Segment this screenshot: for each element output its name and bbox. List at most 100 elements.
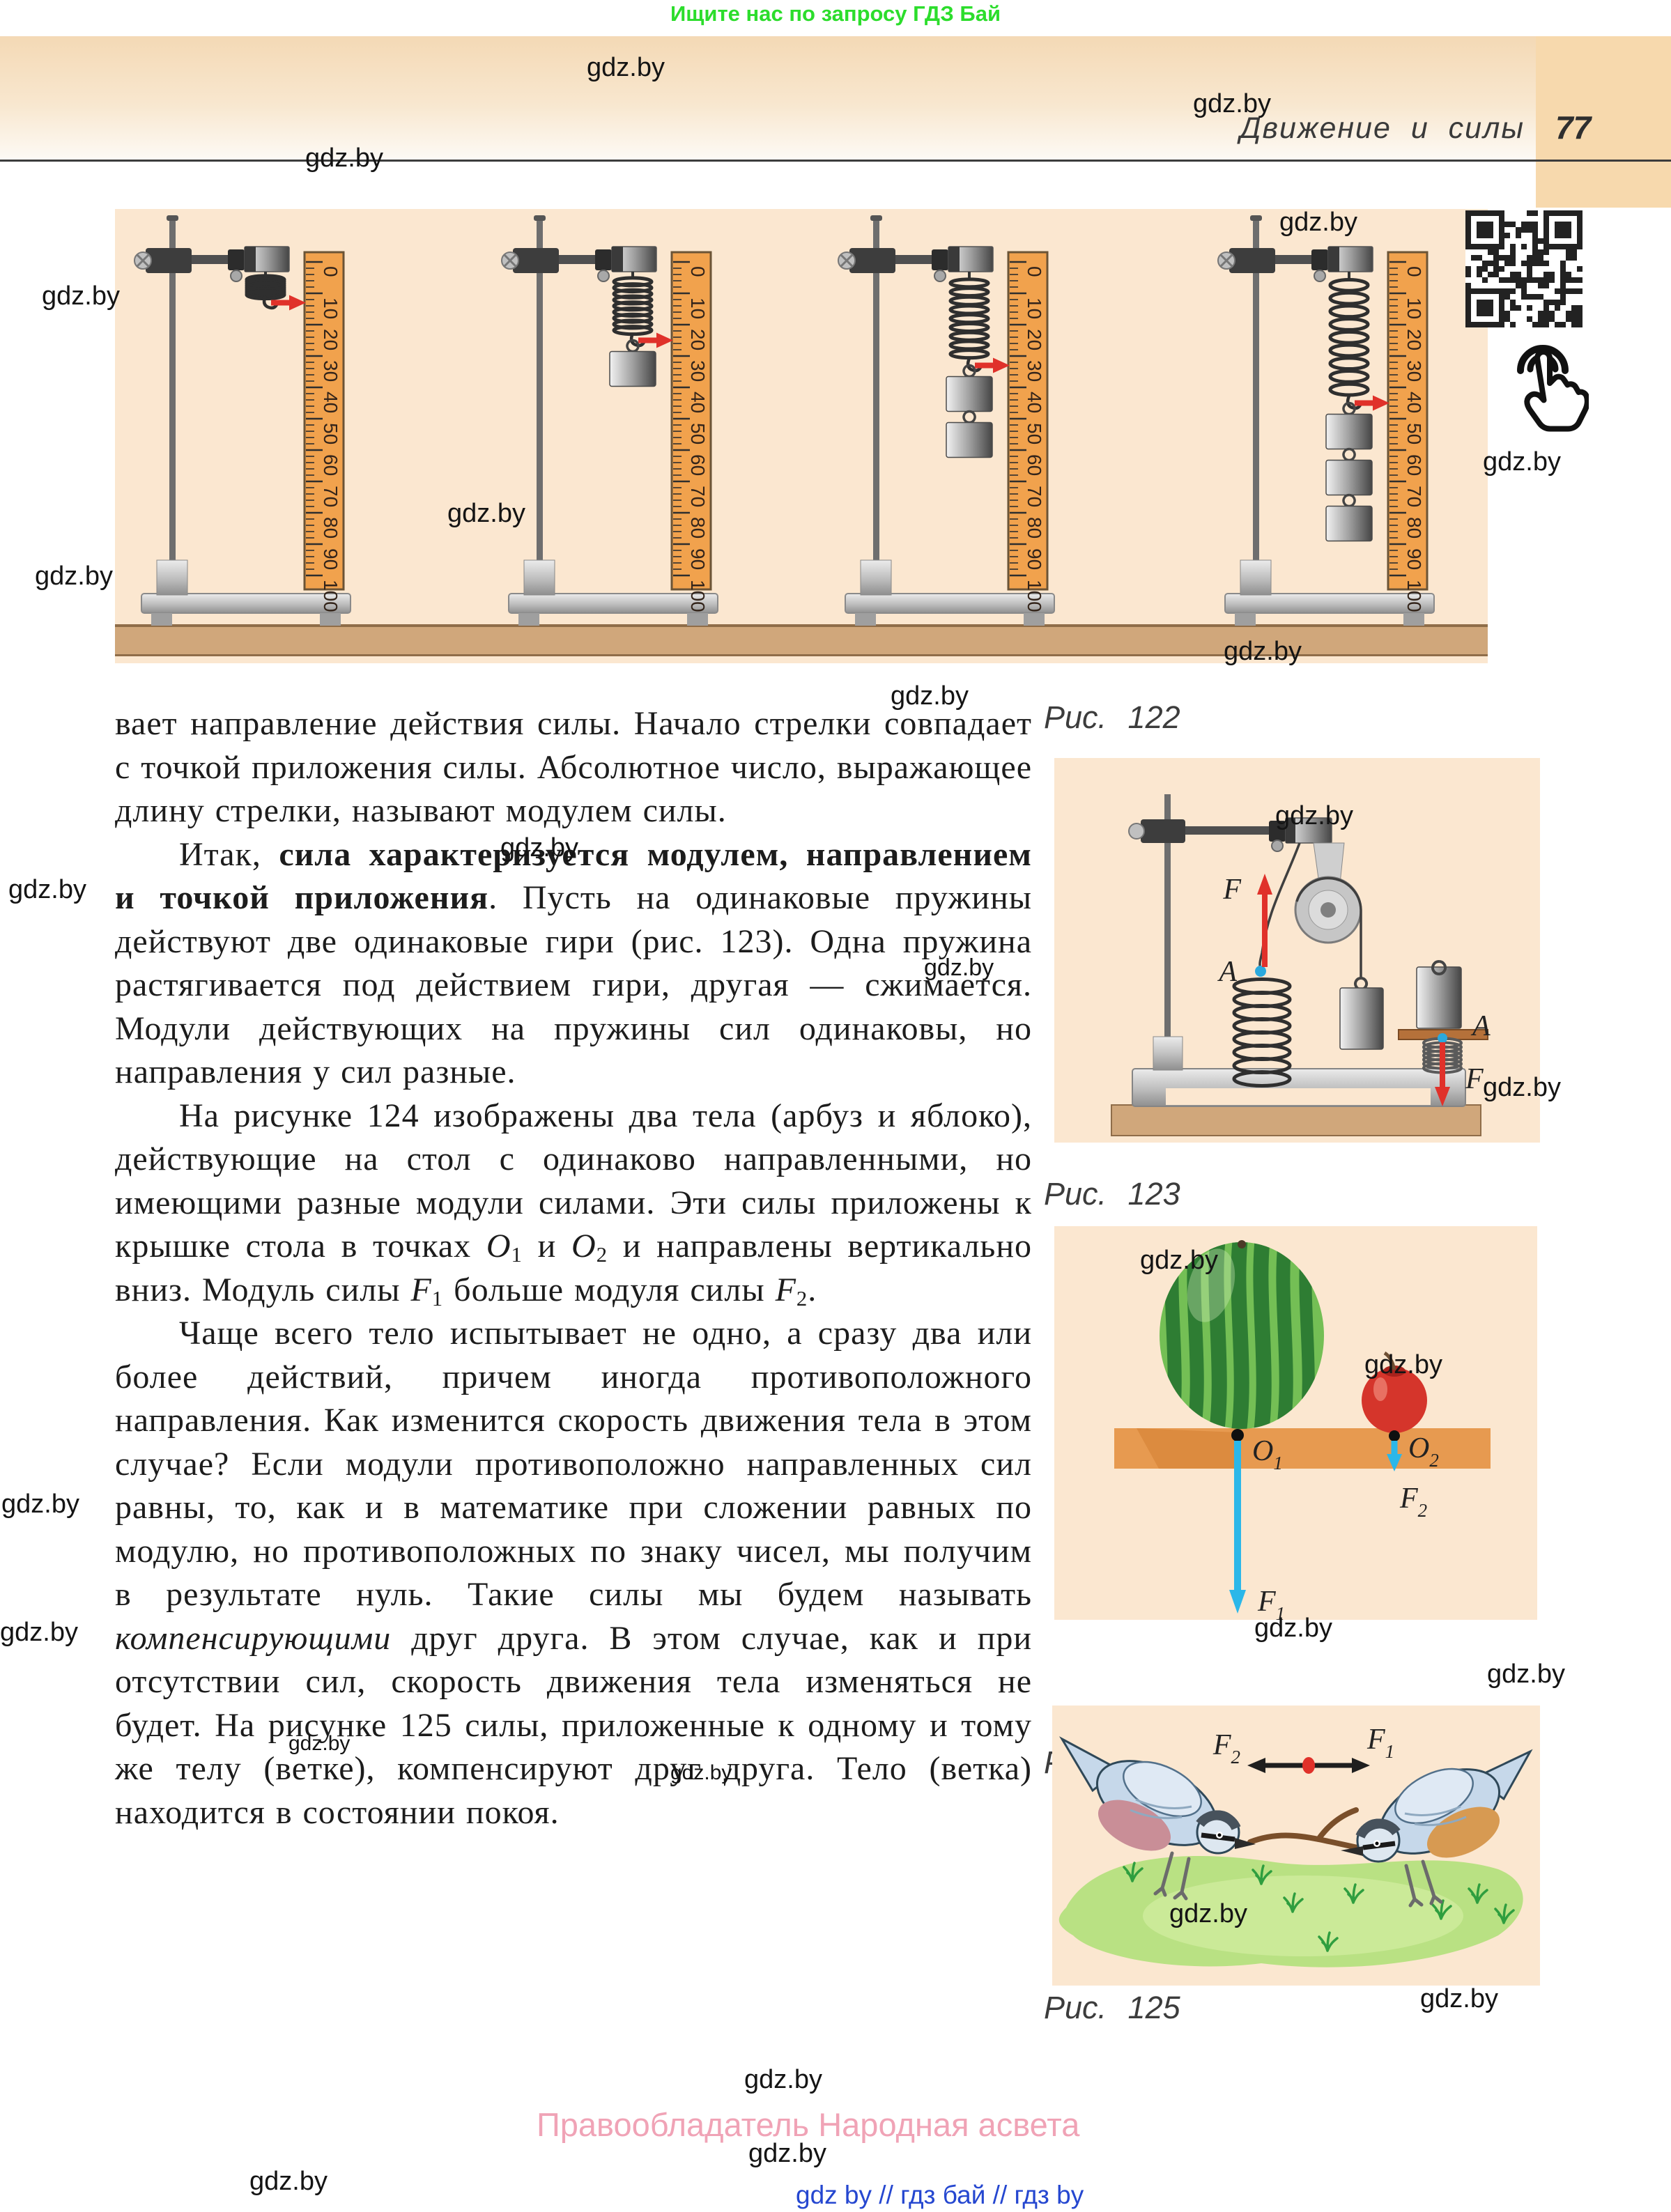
watermark: gdz.by — [891, 681, 969, 711]
header-band-right-column — [1536, 36, 1671, 208]
watermark: gdz.by — [249, 2167, 328, 2196]
spring-coil — [1328, 291, 1370, 306]
spring-hook — [1346, 395, 1362, 410]
paragraph: вает направление действия силы. Начало с… — [115, 702, 1032, 833]
stand-rod — [169, 219, 176, 595]
watermark: gdz.by — [1364, 1350, 1442, 1379]
watermark: gdz.by — [0, 1618, 78, 1647]
point-o2-dot — [1389, 1430, 1400, 1441]
watermelon-highlight — [1187, 1248, 1235, 1322]
mini-clamp — [1311, 249, 1328, 270]
ruler-number: 30 — [687, 360, 709, 382]
ruler-number: 100 — [687, 580, 709, 612]
ruler — [303, 251, 345, 591]
spring-coil — [1328, 277, 1370, 293]
paragraph: Итак, сила характеризуется модулем, напр… — [115, 833, 1032, 1095]
watermark: gdz.by — [447, 499, 525, 528]
text-run: компенсирующими — [115, 1619, 392, 1657]
lab-stands-group: 0102030405060708090100010203040506070809… — [134, 215, 1435, 626]
force-arrow-down-head — [1435, 1087, 1450, 1106]
cord-over-pulley — [1295, 876, 1362, 911]
text-run: вает направление действия силы. Начало с… — [115, 705, 1032, 829]
grass-highlight — [1143, 1875, 1463, 1956]
ruler-number: 50 — [1024, 423, 1045, 444]
spring-coil — [1328, 369, 1370, 384]
ruler-number: 50 — [1403, 423, 1425, 444]
ruler — [670, 251, 712, 591]
watermark: gdz.by — [587, 53, 665, 82]
right-bird-feathers — [1404, 1805, 1467, 1827]
text-run: больше модуля силы — [443, 1271, 776, 1308]
force-f1-head — [1352, 1758, 1370, 1773]
clamp-arm — [559, 255, 598, 264]
ruler-number: 20 — [320, 329, 341, 350]
clamp — [849, 248, 895, 273]
spring-hook — [629, 332, 645, 348]
clamp — [146, 248, 192, 273]
text-run: Чаще всего тело испытывает не одно, а ср… — [115, 1315, 1032, 1613]
ruler-number: 80 — [1024, 517, 1045, 539]
mini-clamp — [228, 249, 245, 270]
left-bird-beak — [1235, 1838, 1256, 1849]
force-arrow-up-head — [1257, 874, 1272, 895]
figure-125-birds-twig: F2 F1 — [1052, 1706, 1540, 1986]
header-band — [0, 36, 1671, 160]
body-text-column: вает направление действия силы. Начало с… — [115, 702, 1032, 1834]
ruler-number: 40 — [687, 392, 709, 413]
label-force-up: F — [1222, 874, 1241, 906]
pulley-hub — [1320, 902, 1336, 918]
watermark: gdz.by — [670, 1761, 732, 1784]
ruler-number: 50 — [687, 423, 709, 444]
ruler-number: 0 — [320, 266, 341, 277]
wooden-table — [115, 624, 1488, 656]
figure-123-pulley-springs: F A A F — [1054, 758, 1540, 1143]
mini-clamp — [595, 249, 612, 270]
text-run: . — [808, 1271, 817, 1308]
text-run: и — [522, 1228, 572, 1264]
base-arch — [1166, 1088, 1431, 1105]
promo-banner: Ищите нас по запросу ГДЗ Бай — [670, 1, 1001, 26]
watermark: gdz.by — [1254, 1614, 1332, 1643]
ruler-number: 40 — [1403, 392, 1425, 413]
ruler — [1007, 251, 1049, 591]
watermark: gdz.by — [1483, 447, 1561, 477]
ruler-number: 20 — [687, 329, 709, 350]
watermark: gdz.by — [1169, 1899, 1247, 1928]
watermark: gdz.by — [305, 144, 383, 173]
stand-rod — [1253, 219, 1259, 595]
spring-coil — [1328, 317, 1370, 332]
text-run: 1 — [511, 1242, 523, 1267]
ruler-number: 30 — [1403, 360, 1425, 382]
label-point-a-right: A — [1470, 1010, 1491, 1042]
stretched-spring — [1232, 977, 1292, 1088]
text-run: O — [571, 1228, 596, 1264]
weight — [1325, 505, 1373, 542]
force-f2-arrow-head — [1387, 1454, 1402, 1471]
spring-hook — [966, 357, 982, 373]
watermark: gdz.by — [1487, 1660, 1565, 1689]
figure-125-caption: Рис. 125 — [1044, 1990, 1180, 2025]
table-edge-bottom — [115, 654, 1488, 656]
ruler-number: 10 — [320, 297, 341, 319]
watermark: gdz.by — [1140, 1246, 1218, 1275]
table-edge-top — [115, 624, 1488, 627]
ruler-number: 40 — [320, 392, 341, 413]
point-a-dot — [1255, 966, 1266, 977]
watermark: gdz.by — [35, 562, 113, 591]
paragraph: На рисунке 124 изображены два тела (арбу… — [115, 1095, 1032, 1313]
apple — [1362, 1351, 1427, 1433]
left-bird-legs — [1153, 1851, 1191, 1901]
watermelon-stem — [1238, 1240, 1246, 1248]
pointing-hand-icon — [1524, 349, 1589, 432]
running-head-title: Движение и силы — [1240, 111, 1525, 145]
text-run: 2 — [796, 1286, 808, 1310]
apple-highlight — [1373, 1377, 1387, 1401]
ruler — [1387, 251, 1429, 591]
figure-123-caption: Рис. 123 — [1044, 1176, 1180, 1212]
table-shadow-wedge — [1137, 1428, 1238, 1469]
watermark: gdz.by — [924, 954, 994, 981]
clamp-screw — [1128, 823, 1145, 840]
watermark: gdz.by — [1224, 637, 1302, 666]
